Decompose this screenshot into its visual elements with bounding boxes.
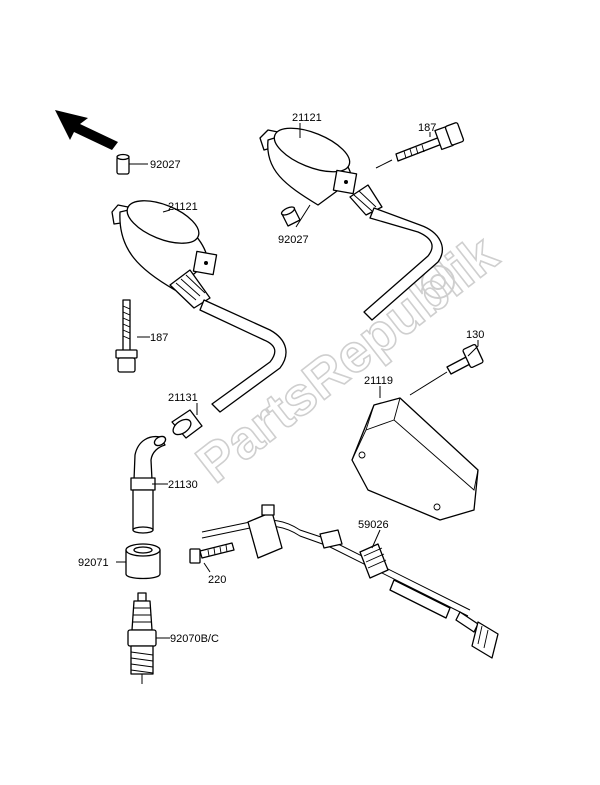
label-92027-right: 92027 bbox=[278, 234, 309, 246]
label-21131: 21131 bbox=[168, 392, 198, 404]
direction-arrow-icon bbox=[55, 110, 118, 150]
label-187-left: 187 bbox=[150, 332, 168, 344]
label-21130: 21130 bbox=[168, 479, 198, 491]
bolt-220 bbox=[189, 542, 235, 564]
part-labels: 92027 21121 187 21121 187 92027 21131 21… bbox=[78, 112, 484, 645]
label-92027-top: 92027 bbox=[150, 159, 181, 171]
label-130: 130 bbox=[466, 329, 484, 341]
bolt-130 bbox=[409, 343, 484, 396]
label-21121-right: 21121 bbox=[292, 112, 322, 124]
label-59026: 59026 bbox=[358, 519, 389, 531]
grommet-92071 bbox=[125, 543, 161, 580]
label-21121-left: 21121 bbox=[168, 201, 198, 213]
label-92070: 92070B/C bbox=[170, 633, 219, 645]
ignition-coil-right bbox=[259, 127, 443, 321]
pickup-coil-59026 bbox=[201, 504, 499, 659]
cap-21131 bbox=[171, 409, 203, 439]
label-92071: 92071 bbox=[78, 557, 109, 569]
leader-lines bbox=[116, 123, 479, 639]
label-21119: 21119 bbox=[364, 375, 393, 387]
watermark-gear-icon bbox=[421, 265, 455, 299]
plug-cap-21130 bbox=[130, 435, 167, 534]
collar-92027-right bbox=[280, 206, 301, 227]
spark-plug-92070 bbox=[127, 592, 157, 684]
ignition-coil-left bbox=[111, 200, 287, 413]
bolt-187-left bbox=[115, 299, 138, 373]
collar-92027-left bbox=[116, 153, 130, 175]
label-187-right: 187 bbox=[418, 122, 436, 134]
igniter-21119 bbox=[351, 397, 479, 521]
label-220: 220 bbox=[208, 574, 226, 586]
bolt-187-right bbox=[375, 122, 465, 169]
